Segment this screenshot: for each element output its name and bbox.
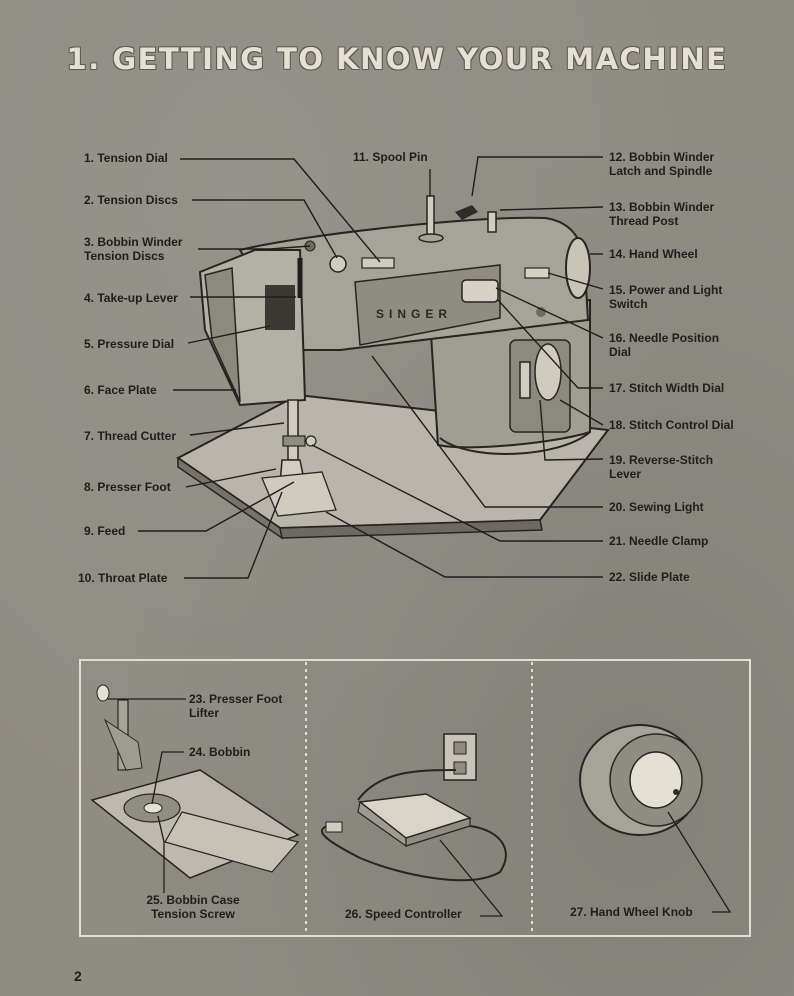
label-presser-foot-lifter: 23. Presser Foot Lifter <box>189 692 283 720</box>
label-power-light-switch: 15. Power and Light Switch <box>609 283 723 311</box>
label-hand-wheel-knob: 27. Hand Wheel Knob <box>570 905 693 919</box>
label-needle-clamp: 21. Needle Clamp <box>609 534 709 548</box>
needle-area <box>261 399 337 517</box>
bobbin-inset-leaders <box>108 698 186 893</box>
label-presser-foot: 8. Presser Foot <box>84 480 171 494</box>
speed-controller-drawing <box>321 733 507 882</box>
inset-frame <box>79 659 751 937</box>
label-stitch-control-dial: 18. Stitch Control Dial <box>609 418 734 432</box>
label-slide-plate: 22. Slide Plate <box>609 570 690 584</box>
label-bobbin: 24. Bobbin <box>189 745 251 759</box>
label-bobbin-winder-latch-spindle: 12. Bobbin Winder Latch and Spindle <box>609 150 715 178</box>
leader-lines-left <box>138 158 381 579</box>
label-throat-plate: 10. Throat Plate <box>78 571 168 585</box>
speed-controller-leader <box>439 839 504 917</box>
machine-arm <box>238 216 590 351</box>
bobbin-inset-drawing <box>90 684 300 879</box>
page-number: 2 <box>74 968 82 984</box>
label-face-plate: 6. Face Plate <box>84 383 157 397</box>
hand-wheel-knob-drawing <box>579 724 703 836</box>
hand-wheel <box>565 237 591 299</box>
page-title: 1. GETTING TO KNOW YOUR MACHINE <box>66 42 728 76</box>
hand-wheel-knob-leader <box>667 811 732 913</box>
label-hand-wheel: 14. Hand Wheel <box>609 247 698 261</box>
leader-lines-right <box>311 156 604 578</box>
brand-logo: SINGER <box>376 307 452 321</box>
label-bobbin-winder-tension-discs: 3. Bobbin Winder Tension Discs <box>84 235 183 263</box>
label-speed-controller: 26. Speed Controller <box>345 907 462 921</box>
label-take-up-lever: 4. Take-up Lever <box>84 291 178 305</box>
label-bobbin-winder-thread-post: 13. Bobbin Winder Thread Post <box>609 200 715 228</box>
machine-head <box>198 249 307 407</box>
label-pressure-dial: 5. Pressure Dial <box>84 337 175 351</box>
label-spool-pin: 11. Spool Pin <box>353 150 428 164</box>
label-reverse-stitch-lever: 19. Reverse-Stitch Lever <box>609 453 714 481</box>
label-thread-cutter: 7. Thread Cutter <box>84 429 177 443</box>
label-sewing-light: 20. Sewing Light <box>609 500 704 514</box>
label-tension-discs: 2. Tension Discs <box>84 193 178 207</box>
label-needle-position-dial: 16. Needle Position Dial <box>609 331 720 359</box>
label-bobbin-case-tension-screw: 25. Bobbin Case Tension Screw <box>146 893 240 921</box>
label-feed: 9. Feed <box>84 524 126 538</box>
label-stitch-width-dial: 17. Stitch Width Dial <box>609 381 725 395</box>
label-tension-dial: 1. Tension Dial <box>84 151 168 165</box>
control-dials <box>461 267 562 401</box>
